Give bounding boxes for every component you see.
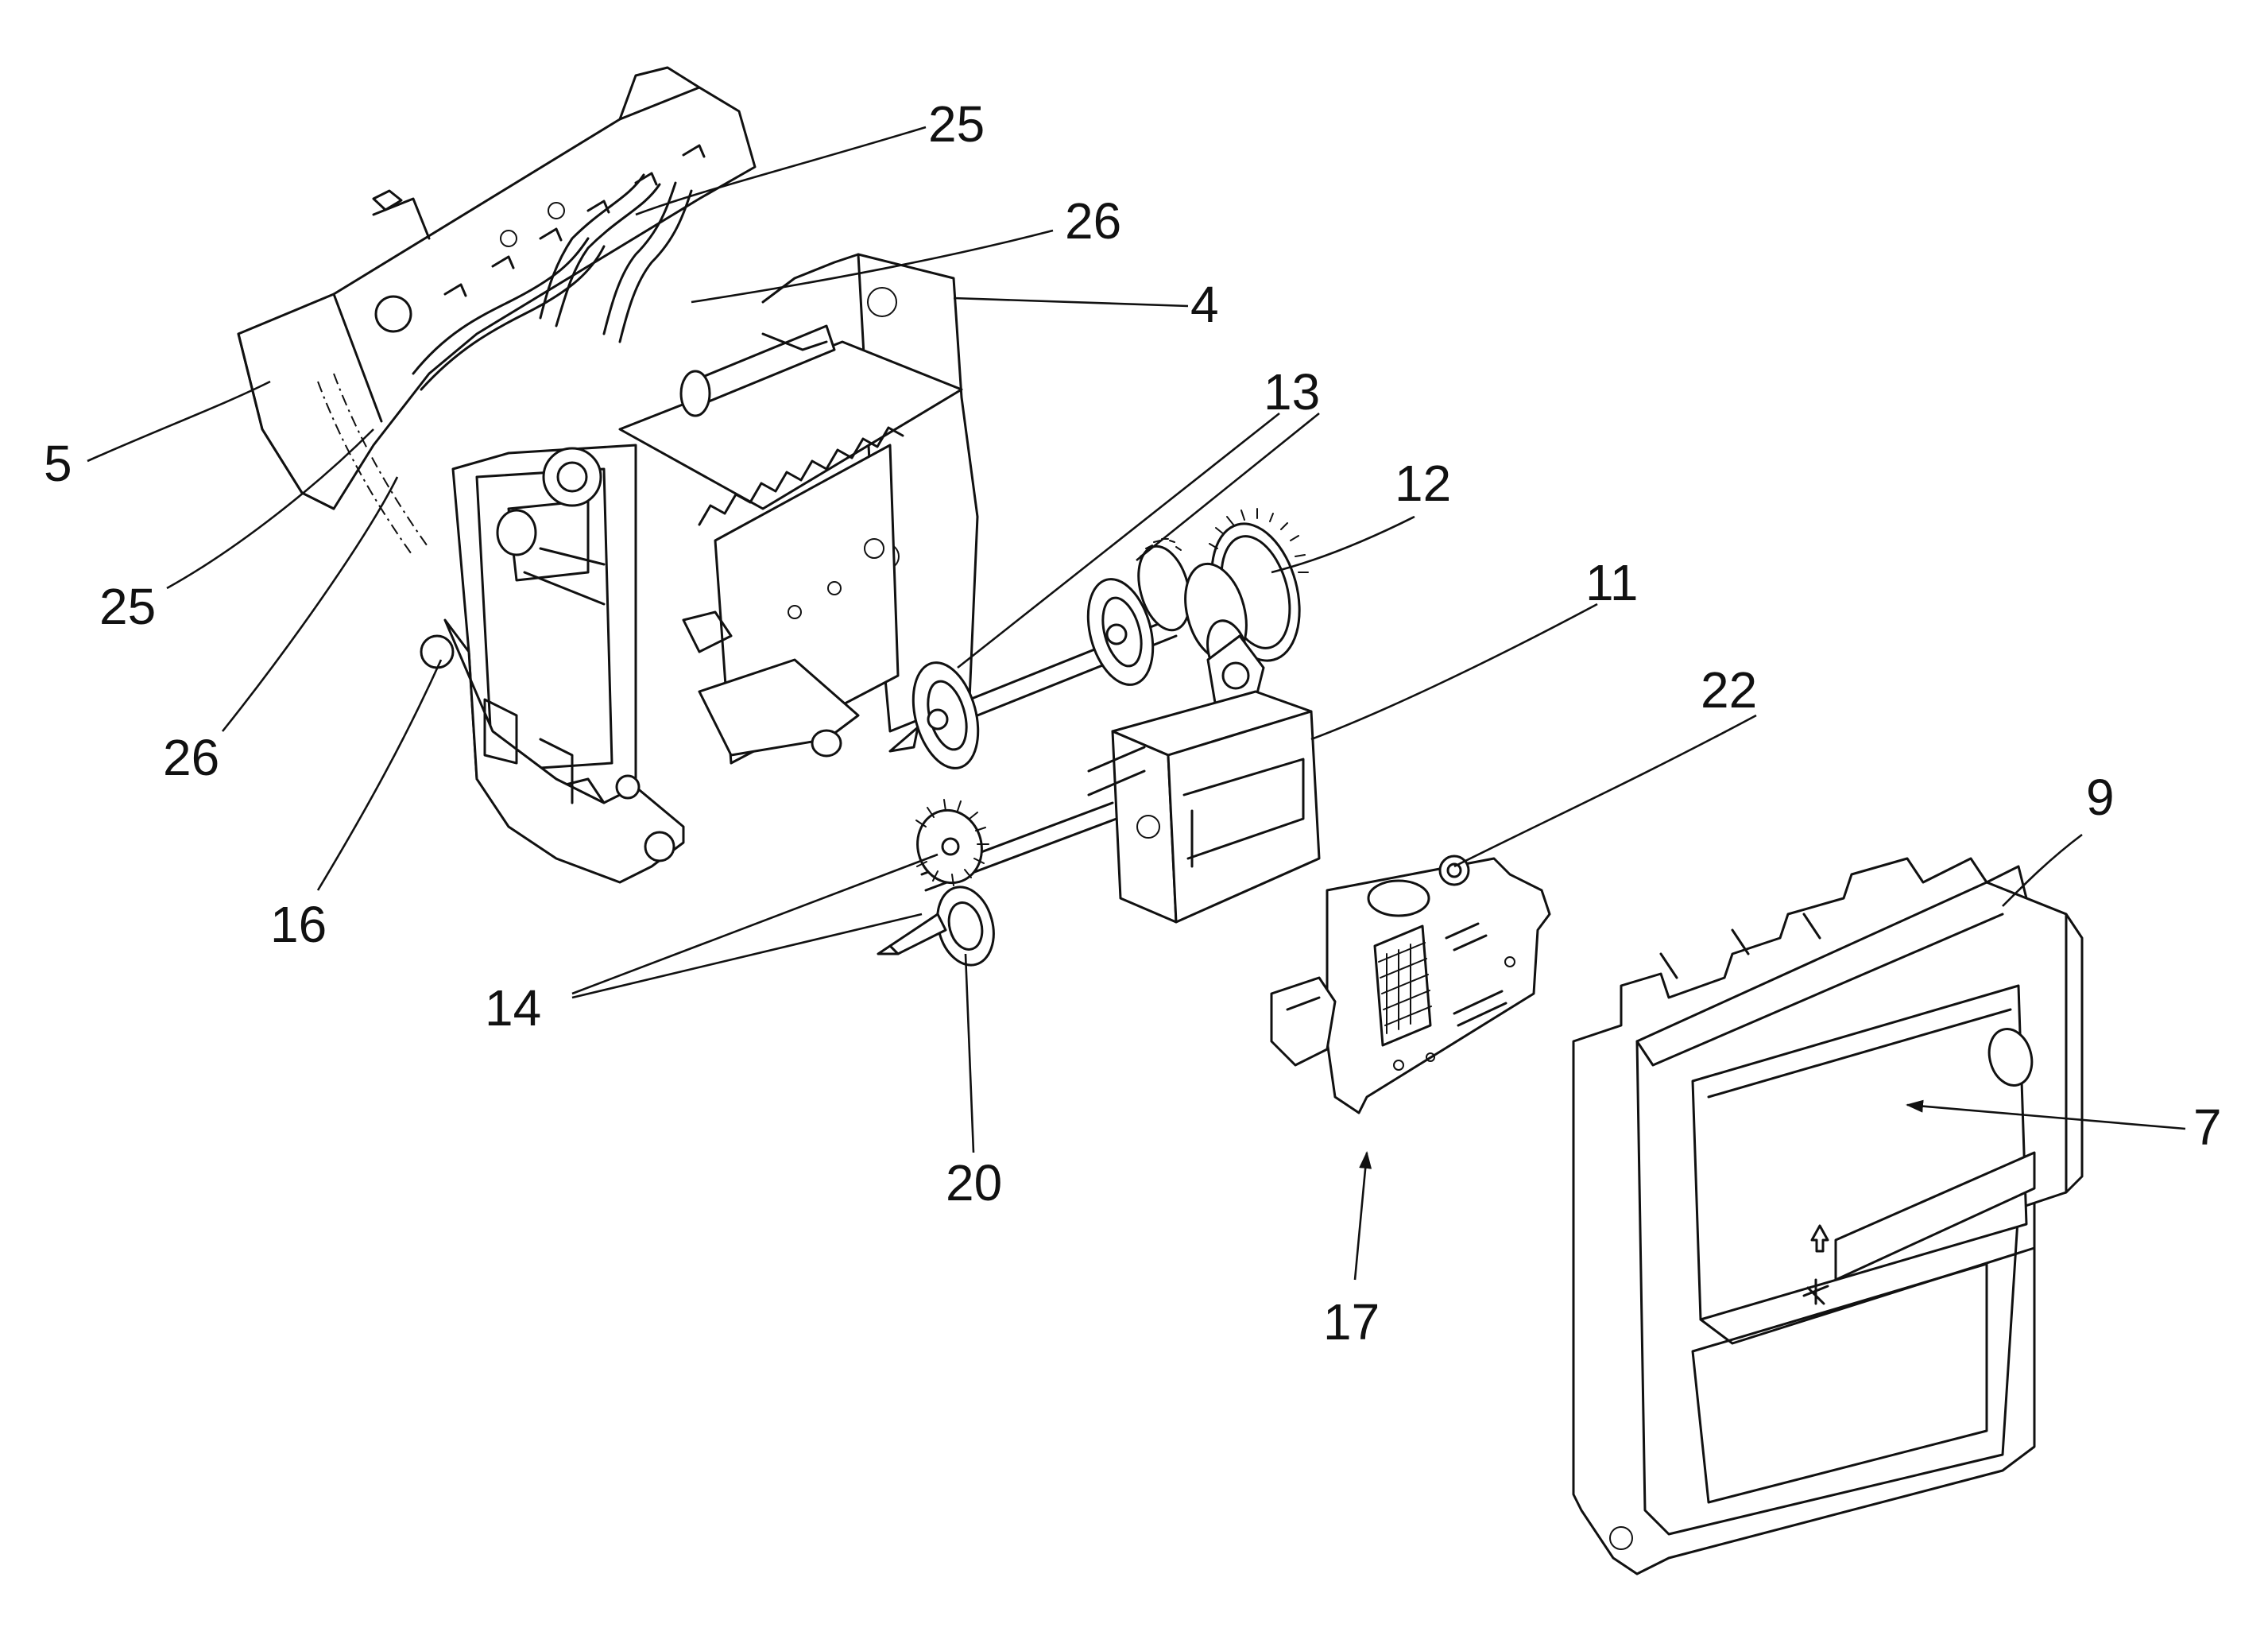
label-26-left: 26 — [163, 729, 219, 786]
label-4: 4 — [1190, 276, 1219, 333]
label-5: 5 — [44, 435, 72, 492]
label-17: 17 — [1323, 1293, 1380, 1351]
label-14: 14 — [485, 979, 541, 1037]
label-20: 20 — [946, 1154, 1002, 1211]
label-7: 7 — [2193, 1099, 2222, 1156]
label-25-left: 25 — [99, 578, 156, 635]
label-25-top: 25 — [928, 95, 985, 153]
label-26-top: 26 — [1065, 192, 1121, 250]
label-16: 16 — [270, 896, 327, 953]
circuit-board-part — [1271, 856, 1550, 1113]
label-13: 13 — [1264, 363, 1320, 421]
label-11: 11 — [1585, 554, 1638, 611]
label-12: 12 — [1395, 455, 1451, 512]
channel-block-part — [1089, 692, 1319, 922]
small-spool-assembly-part — [878, 800, 1117, 971]
label-22: 22 — [1701, 661, 1757, 719]
label-9: 9 — [2086, 769, 2115, 826]
front-panel-part — [1573, 858, 2082, 1574]
gear-pair-part — [1175, 509, 1314, 707]
